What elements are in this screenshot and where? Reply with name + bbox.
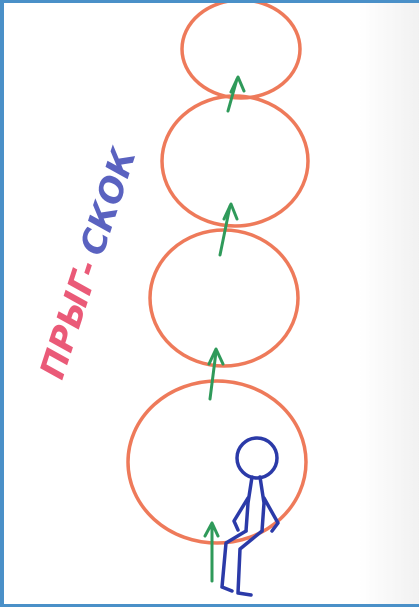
arrow-up-icon	[228, 77, 244, 111]
circle-third	[162, 96, 308, 226]
circle-stack	[128, 3, 308, 543]
caption-part1: ПРЫГ	[33, 264, 106, 383]
arrow-group	[205, 77, 244, 581]
seated-stick-figure-icon	[222, 438, 278, 595]
arrow-up-icon	[205, 523, 218, 581]
figure-body	[246, 477, 264, 531]
arrow-up-icon	[209, 349, 223, 399]
caption-part2: СКОК	[73, 142, 146, 261]
drawing-canvas: ПРЫГ - СКОК	[4, 3, 419, 607]
figure-head	[237, 438, 277, 478]
caption: ПРЫГ - СКОК	[33, 142, 146, 384]
circle-second	[150, 230, 298, 366]
circle-bottom	[128, 381, 306, 543]
